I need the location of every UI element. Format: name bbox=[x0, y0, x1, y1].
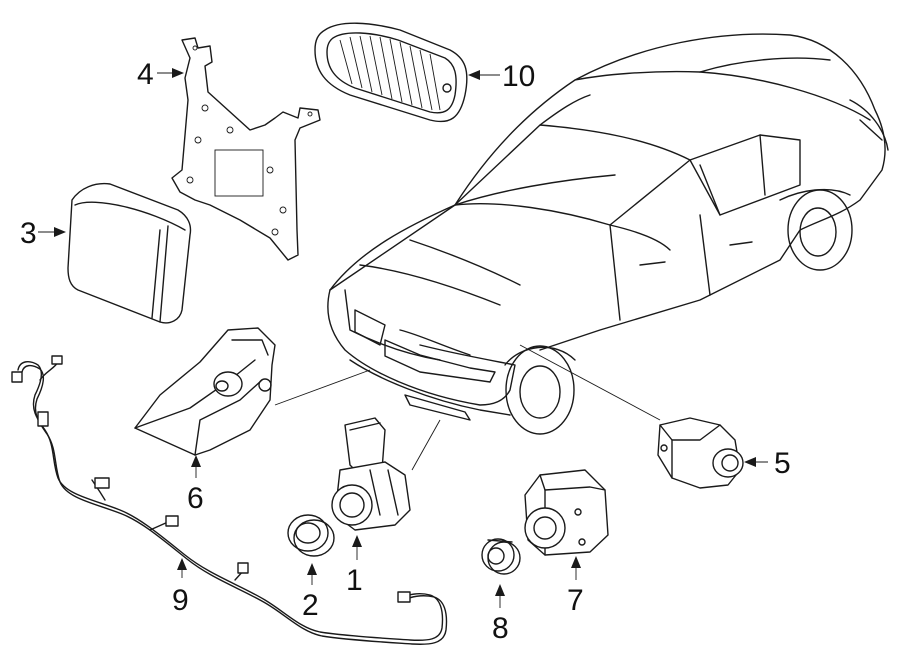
callout-3: 3 bbox=[20, 217, 37, 250]
vehicle-outline bbox=[327, 33, 889, 435]
callout-4: 4 bbox=[137, 58, 154, 91]
callout-8: 8 bbox=[492, 612, 509, 645]
part-7-camera bbox=[524, 469, 609, 580]
location-leaders bbox=[274, 344, 661, 471]
part-10-grille-shutter bbox=[314, 22, 500, 123]
callout-10: 10 bbox=[502, 60, 535, 93]
callout-5: 5 bbox=[774, 447, 791, 480]
part-1-park-sensor bbox=[331, 417, 411, 560]
callout-6: 6 bbox=[187, 482, 204, 515]
callout-7: 7 bbox=[567, 584, 584, 617]
callout-1: 1 bbox=[346, 564, 363, 597]
part-2-sensor-ring bbox=[287, 514, 335, 585]
part-9-wiring-harness bbox=[11, 355, 448, 645]
callout-2: 2 bbox=[302, 589, 319, 622]
part-5-side-camera bbox=[657, 417, 768, 489]
part-3-control-module bbox=[38, 182, 192, 324]
part-4-bracket bbox=[157, 37, 321, 261]
callout-9: 9 bbox=[172, 584, 189, 617]
part-6-camera-bracket bbox=[134, 327, 276, 478]
part-8-camera-ring bbox=[481, 538, 521, 608]
